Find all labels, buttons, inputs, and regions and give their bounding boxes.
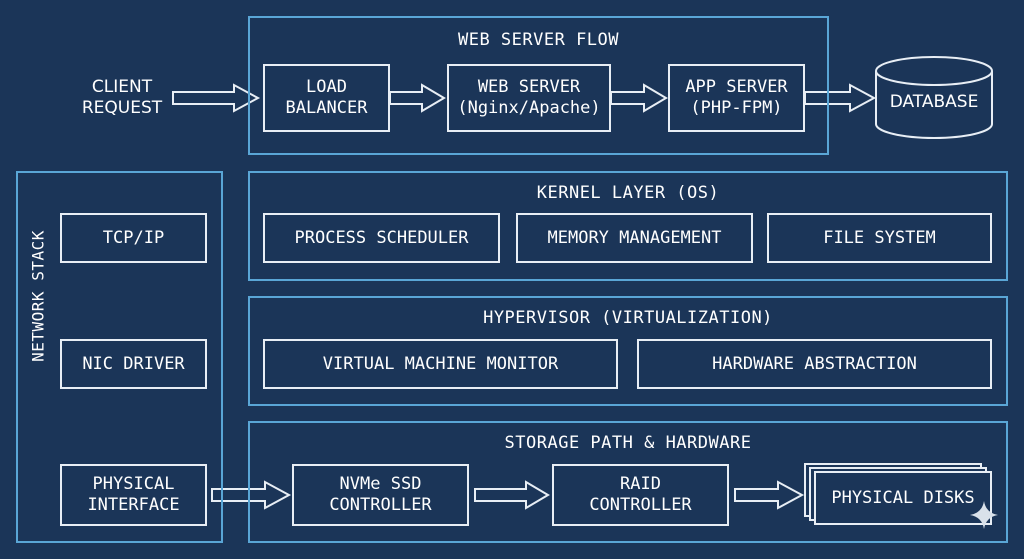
physical-disks-stack-icon: [804, 463, 992, 525]
storage-path-panel: STORAGE PATH & HARDWARE: [248, 421, 1008, 543]
memory-management-box: MEMORY MANAGEMENT: [516, 213, 753, 263]
client-request-label: CLIENT REQUEST: [81, 77, 163, 118]
raid-controller-box: RAID CONTROLLER: [552, 464, 729, 526]
virtual-machine-monitor-box: VIRTUAL MACHINE MONITOR: [263, 339, 618, 389]
kernel-layer-panel: KERNEL LAYER (OS): [248, 171, 1008, 281]
web-server-flow-title: WEB SERVER FLOW: [457, 30, 620, 50]
app-server-box: APP SERVER (PHP-FPM): [668, 64, 805, 132]
process-scheduler-box: PROCESS SCHEDULER: [263, 213, 500, 263]
arrow-lb-to-web: [389, 83, 446, 113]
web-server-box: WEB SERVER (Nginx/Apache): [447, 64, 611, 132]
load-balancer-box: LOAD BALANCER: [263, 64, 390, 132]
web-server-flow-panel: WEB SERVER FLOW: [248, 16, 829, 155]
physical-interface-box: PHYSICAL INTERFACE: [60, 464, 207, 526]
file-system-box: FILE SYSTEM: [767, 213, 992, 263]
tcp-ip-box: TCP/IP: [60, 213, 207, 263]
network-stack-title: NETWORK STACK: [28, 230, 48, 362]
storage-path-title: STORAGE PATH & HARDWARE: [504, 433, 752, 453]
arrow-nvme-to-raid: [474, 480, 550, 510]
nvme-ssd-controller-box: NVMe SSD CONTROLLER: [292, 464, 469, 526]
kernel-layer-title: KERNEL LAYER (OS): [536, 183, 720, 203]
nic-driver-box: NIC DRIVER: [60, 339, 207, 389]
arrow-raid-to-disks: [734, 480, 805, 510]
hypervisor-panel: HYPERVISOR (VIRTUALIZATION): [248, 296, 1008, 406]
network-stack-panel: [16, 171, 223, 543]
arrow-phy-to-nvme: [211, 480, 292, 510]
hardware-abstraction-box: HARDWARE ABSTRACTION: [637, 339, 992, 389]
database-label: DATABASE: [889, 92, 979, 112]
arrow-web-to-app: [610, 83, 668, 113]
database-cylinder-icon: [875, 56, 993, 139]
arrow-client-to-lb: [172, 83, 261, 113]
arrow-app-to-db: [804, 83, 877, 113]
sparkle-icon: [970, 501, 998, 529]
physical-disks-label: PHYSICAL DISKS: [831, 488, 975, 508]
hypervisor-title: HYPERVISOR (VIRTUALIZATION): [483, 308, 773, 328]
